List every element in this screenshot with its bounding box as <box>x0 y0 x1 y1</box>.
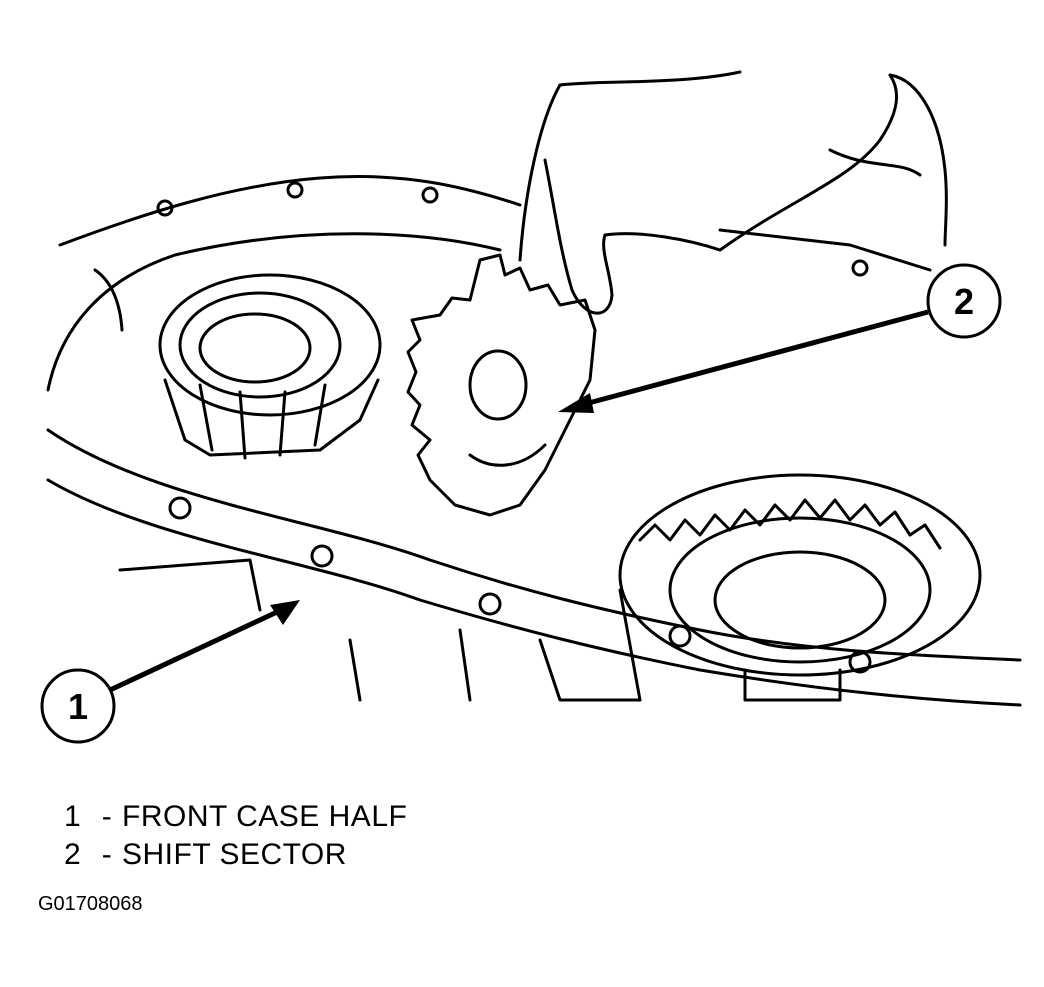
flange-bolt-holes <box>156 181 872 674</box>
callout-1-number: 1 <box>68 686 88 727</box>
legend-number: 2 <box>64 838 82 871</box>
case-ribs <box>118 558 842 702</box>
callout-2: 2 <box>558 263 1002 413</box>
transfer-case-illustration: 1 2 <box>40 70 1022 744</box>
drive-gear <box>618 473 982 677</box>
legend-number: 1 <box>64 800 82 833</box>
legend-label: SHIFT SECTOR <box>122 838 347 871</box>
case-flange <box>46 175 1022 707</box>
legend-label: FRONT CASE HALF <box>122 800 408 833</box>
legend: 1-FRONT CASE HALF 2-SHIFT SECTOR <box>64 800 407 876</box>
legend-item-shift-sector: 2-SHIFT SECTOR <box>64 838 407 876</box>
bearing-bore <box>158 273 382 460</box>
shift-sector-part <box>406 253 597 517</box>
figure-id: G01708068 <box>38 893 143 915</box>
legend-item-front-case-half: 1-FRONT CASE HALF <box>64 800 407 838</box>
legend-separator: - <box>101 838 113 871</box>
technician-hand <box>518 70 948 315</box>
legend-separator: - <box>101 800 113 833</box>
callout-2-number: 2 <box>954 281 974 322</box>
callout-1: 1 <box>40 600 300 744</box>
